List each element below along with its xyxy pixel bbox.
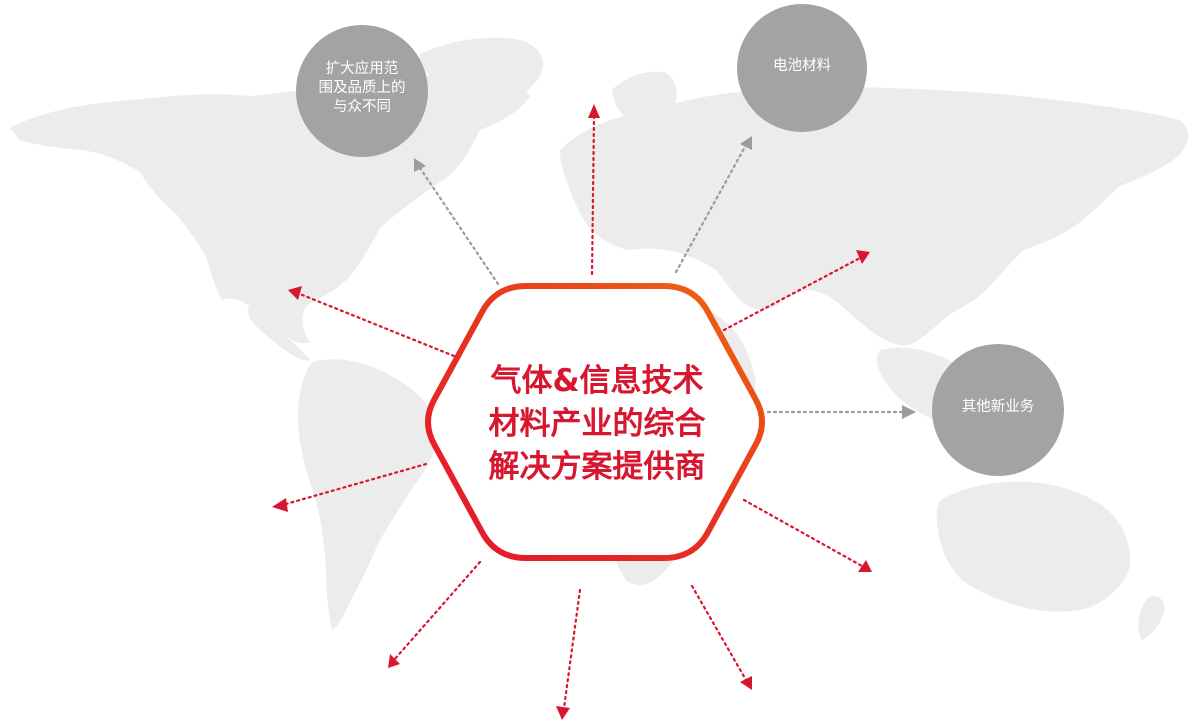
red-arrowhead-south-right: [740, 676, 752, 690]
new-zealand-landmass: [1138, 595, 1165, 640]
connector-expand: [418, 166, 500, 286]
red-arrowhead-north: [588, 104, 600, 118]
bubble-battery-materials: 电池材料: [737, 4, 867, 132]
bubble-expand-line-3: 与众不同: [333, 98, 391, 115]
bubble-battery-label: 电池材料: [773, 57, 831, 76]
red-arrowhead-northwest: [288, 286, 302, 300]
central-hexagon: [425, 283, 765, 561]
red-arrowhead-west: [272, 498, 288, 512]
bubble-other-label: 其他新业务: [962, 398, 1035, 417]
bubble-other-line-1: 其他新业务: [961, 398, 1035, 415]
central-america-landmass: [247, 306, 310, 361]
red-arrowhead-south-left: [388, 654, 400, 668]
australia-landmass: [936, 481, 1131, 612]
greenland-landmass: [420, 37, 544, 111]
red-connector-northwest: [298, 292, 456, 358]
red-connector-west: [284, 462, 428, 506]
arrowhead-expand: [414, 158, 426, 172]
gray-arrowheads: [414, 136, 916, 419]
red-connector-south-left: [392, 560, 482, 662]
europe-asia-landmass: [560, 87, 1188, 346]
red-connector-south: [562, 588, 582, 710]
scandinavia-landmass: [612, 71, 677, 124]
bubble-expand-line-2: 围及品质上的: [318, 79, 406, 96]
hub-title: 气体&信息技术 材料产业的综合 解决方案提供商: [440, 360, 754, 489]
red-arrowhead-northeast: [856, 250, 870, 264]
bubble-expand-line-1: 扩大应用范: [325, 60, 399, 77]
red-connector-north: [590, 116, 596, 276]
red-connector-southeast: [742, 498, 864, 568]
bubble-other-new-business: 其他新业务: [932, 344, 1064, 476]
arrowhead-battery: [740, 136, 752, 150]
red-arrowhead-south: [556, 706, 570, 720]
south-america-landmass: [298, 359, 438, 630]
red-connector-northeast: [722, 256, 862, 332]
hub-title-line-1: 气体&信息技术: [490, 363, 704, 399]
bubble-expand-application: 扩大应用范 围及品质上的 与众不同: [296, 25, 428, 157]
bubble-battery-line-1: 电池材料: [773, 57, 831, 74]
connector-battery: [674, 143, 748, 274]
red-arrowhead-southeast: [858, 560, 872, 572]
arrowhead-other: [902, 405, 916, 419]
hub-title-line-3: 解决方案提供商: [488, 449, 706, 485]
red-connector-south-right: [690, 584, 748, 682]
bubble-expand-label: 扩大应用范 围及品质上的 与众不同: [319, 60, 406, 117]
red-arrowheads: [272, 104, 872, 720]
north-america-landmass: [10, 73, 530, 344]
hub-title-line-2: 材料产业的综合: [488, 406, 706, 442]
red-connectors: [284, 116, 864, 710]
gray-connectors: [418, 143, 904, 414]
